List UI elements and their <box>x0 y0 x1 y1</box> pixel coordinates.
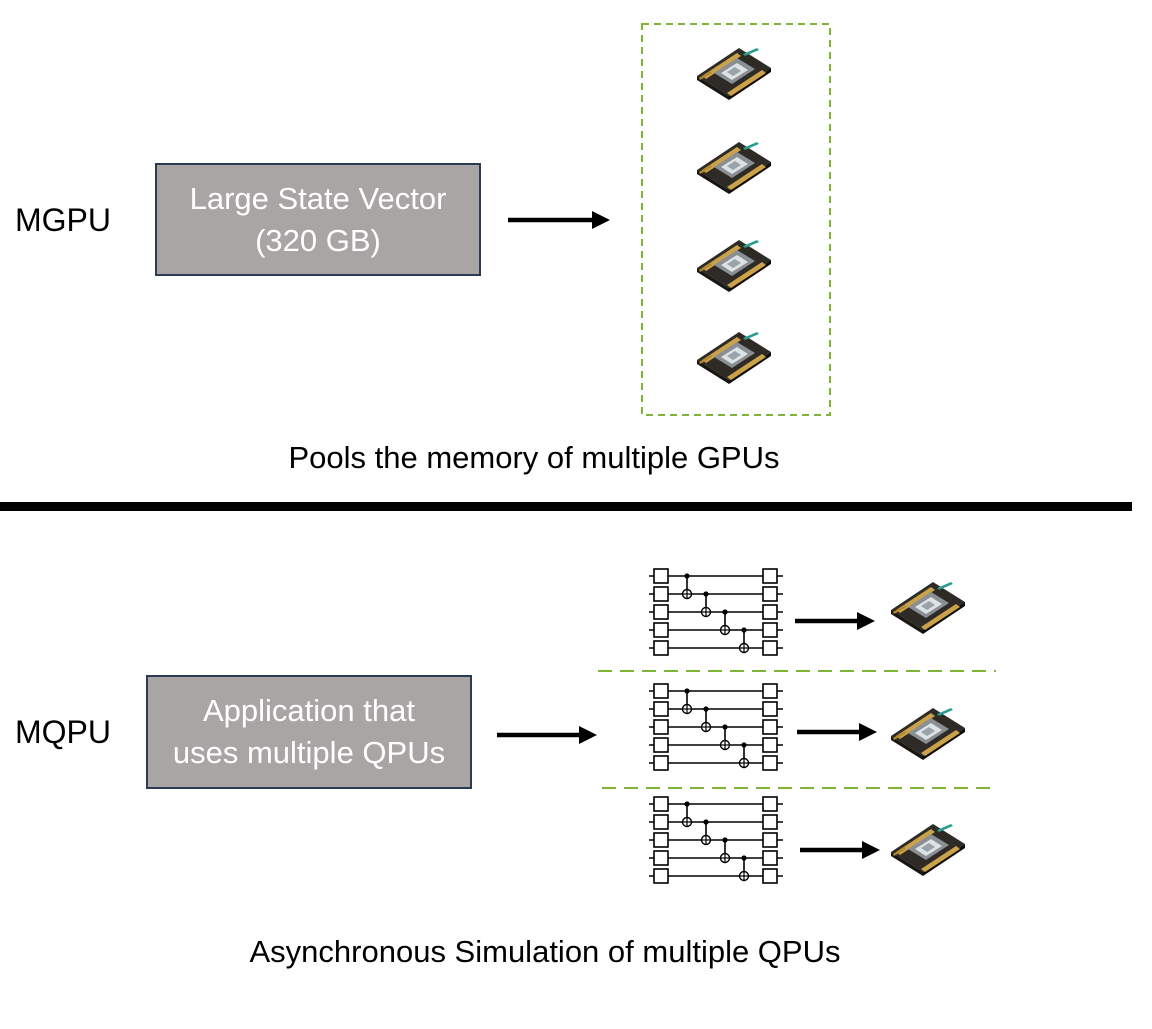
mgpu-label: MGPU <box>15 202 111 238</box>
application-title-line2: uses multiple QPUs <box>172 735 446 770</box>
right-arrow-icon <box>800 841 880 859</box>
quantum-circuit-icon <box>648 568 784 656</box>
gpu-chip-icon <box>697 48 771 100</box>
mgpu-caption: Pools the memory of multiple GPUs <box>288 440 780 475</box>
mqpu-caption: Asynchronous Simulation of multiple QPUs <box>249 934 841 969</box>
application-box: Application that uses multiple QPUs <box>146 675 472 789</box>
separator-dashed-line <box>602 787 996 789</box>
quantum-circuit-icon <box>648 683 784 771</box>
separator-dashed-line <box>598 670 996 672</box>
right-arrow-icon <box>497 726 597 744</box>
section-divider <box>0 502 1132 511</box>
gpu-chip-icon <box>891 708 965 760</box>
state-vector-box: Large State Vector (320 GB) <box>155 163 481 276</box>
application-title-line1: Application that <box>203 693 415 728</box>
state-vector-size: (320 GB) <box>255 222 381 258</box>
right-arrow-icon <box>797 723 877 741</box>
gpu-chip-icon <box>891 582 965 634</box>
quantum-circuit-icon <box>648 796 784 884</box>
gpu-chip-icon <box>697 332 771 384</box>
gpu-chip-icon <box>697 240 771 292</box>
right-arrow-icon <box>508 211 610 229</box>
gpu-chip-icon <box>697 142 771 194</box>
right-arrow-icon <box>795 612 875 630</box>
gpu-chip-icon <box>891 824 965 876</box>
mqpu-label: MQPU <box>15 714 111 750</box>
gpu-pool-dashed-box <box>641 23 831 416</box>
state-vector-title: Large State Vector <box>189 180 447 216</box>
